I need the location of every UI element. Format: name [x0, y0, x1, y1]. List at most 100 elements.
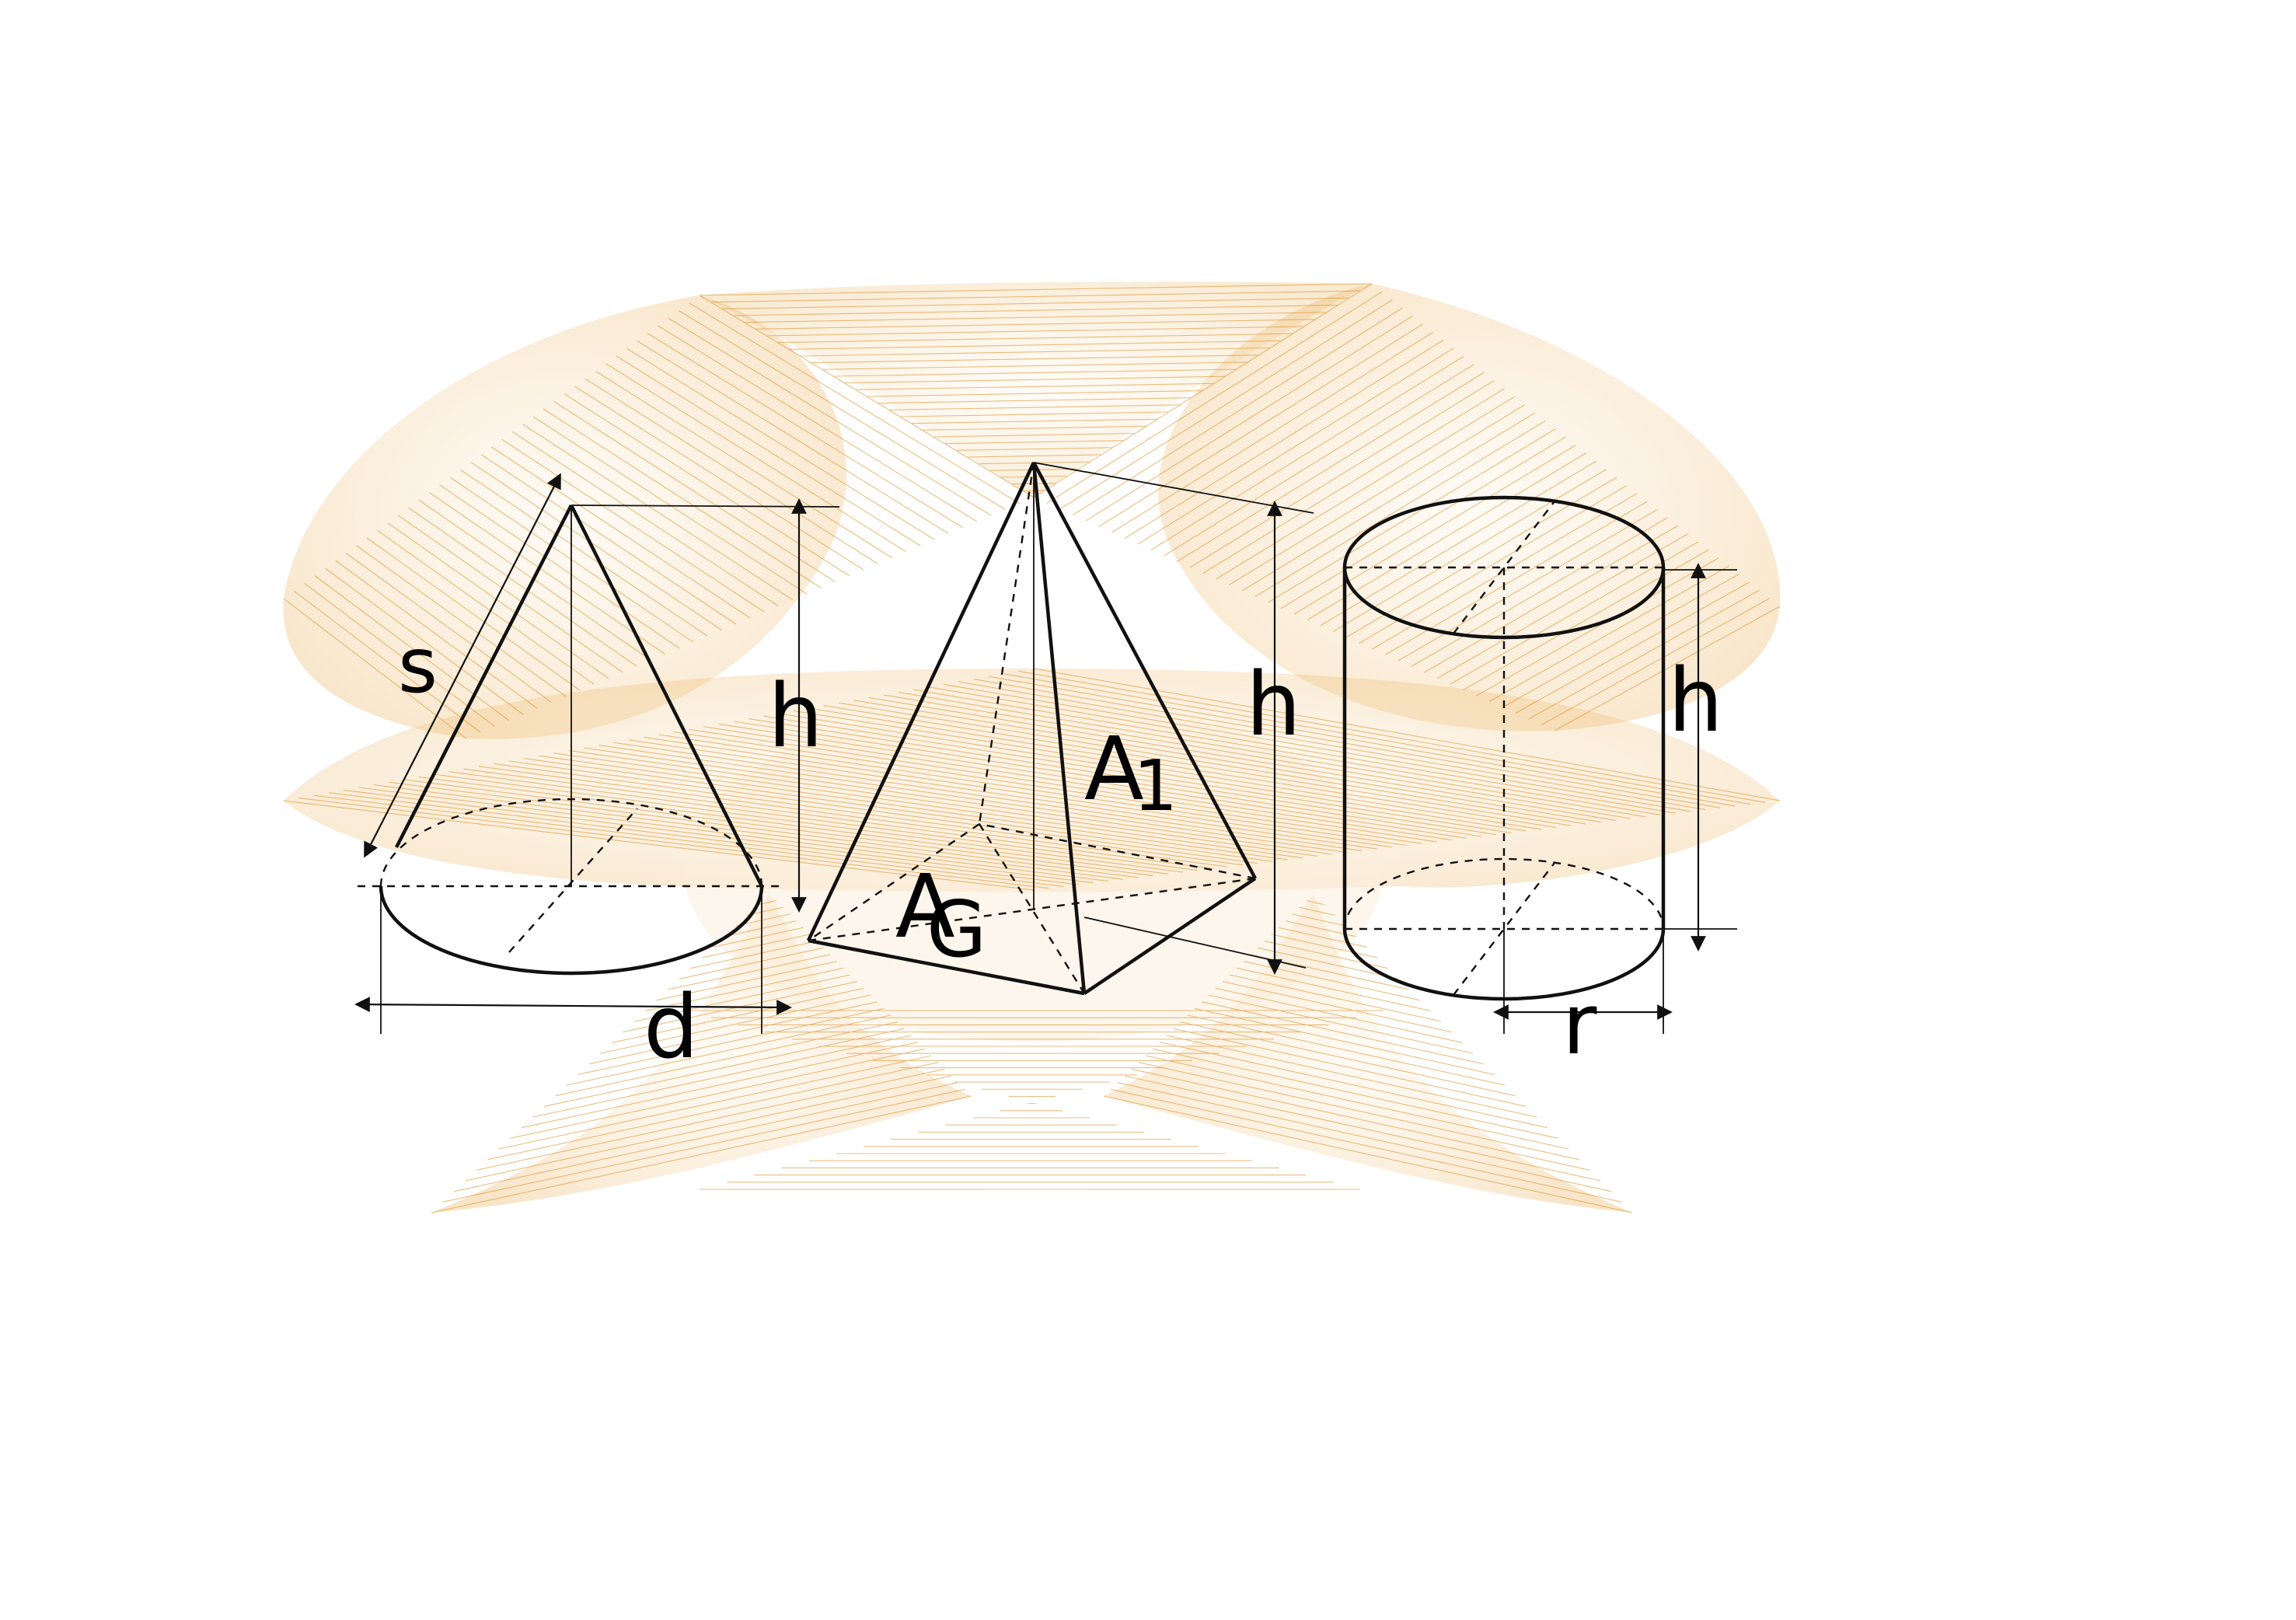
mesh-strand: [733, 721, 1482, 837]
pyramid-edge-right: [1032, 461, 1257, 880]
mesh-strand: [487, 1062, 938, 1161]
mesh-strand: [766, 326, 1305, 337]
mesh-strand: [899, 411, 1170, 417]
mesh-strand: [973, 679, 1721, 808]
mesh-strand: [724, 920, 797, 937]
mesh-strand: [1424, 525, 1679, 673]
base-area-label: A: [895, 857, 955, 958]
mesh-strand: [777, 333, 1293, 344]
mesh-strand: [763, 715, 1512, 833]
mesh-strand: [1152, 1048, 1558, 1139]
mesh-strand: [543, 1028, 905, 1107]
mesh-strand: [1411, 517, 1668, 667]
mesh-strand: [1103, 1095, 1633, 1213]
mesh-strand: [1166, 1035, 1537, 1118]
mesh-strand: [511, 431, 779, 606]
mesh-strand: [1320, 460, 1597, 627]
mesh-strand: [543, 408, 822, 588]
mesh-strand: [1254, 420, 1546, 597]
mesh-strand: [1098, 323, 1423, 527]
mesh-strand: [989, 676, 1736, 807]
mesh-strand: [755, 319, 1316, 330]
mesh-strand: [955, 447, 1113, 451]
mesh-strand: [679, 947, 824, 979]
mesh-strand: [1138, 1062, 1579, 1161]
mesh-strand: [678, 310, 1006, 510]
pyramid-base-front: [808, 938, 1085, 996]
mesh-strand: [1332, 469, 1607, 632]
base-area-subscript: G: [926, 884, 987, 975]
mesh-strand: [1216, 396, 1516, 580]
mesh-strand: [822, 361, 1248, 370]
mesh-strand: [584, 378, 878, 564]
mesh-strand: [1397, 509, 1658, 662]
diameter-arrow: [354, 997, 792, 1015]
slant-height-label: s: [398, 622, 438, 710]
mesh-strands: [283, 283, 1781, 1213]
mesh-strand: [1515, 581, 1750, 714]
mesh-strand: [613, 742, 1363, 851]
mesh-strand: [855, 382, 1215, 390]
cone: [354, 473, 840, 1034]
mesh-strand: [1450, 541, 1699, 685]
mesh-strand: [808, 707, 1557, 829]
mesh-strand: [888, 404, 1181, 410]
mesh-strand: [911, 418, 1158, 424]
lower-right-horn: [1104, 894, 1632, 1213]
mesh-strand: [1476, 557, 1719, 697]
mesh-strand: [1164, 364, 1474, 557]
mesh-strand: [1241, 412, 1536, 592]
mesh-strand: [1131, 1068, 1590, 1171]
mesh-strand: [478, 766, 1228, 868]
pyramid-edge-front-left: [806, 462, 1036, 941]
pyramid-base-diag-1: [808, 877, 1256, 942]
mesh-strand: [431, 1095, 972, 1213]
cylinder-height-label: h: [1668, 651, 1723, 752]
diameter-label: d: [644, 977, 699, 1078]
lateral-area-label: A: [1084, 719, 1144, 820]
mesh-strand: [699, 283, 1373, 296]
mesh-strand: [1236, 967, 1431, 1011]
mesh-strand: [523, 758, 1273, 862]
mesh-strand: [598, 745, 1348, 854]
mesh-strand: [668, 954, 831, 990]
mesh-strand: [732, 304, 1338, 316]
mesh-strand: [555, 1021, 898, 1097]
mesh-strand: [788, 340, 1282, 350]
cone-height-label: h: [768, 666, 823, 767]
mesh-strand: [913, 689, 1661, 815]
mesh-strand: [566, 1014, 892, 1086]
mesh-strand: [1180, 1021, 1516, 1097]
mesh-strand: [1145, 1055, 1569, 1150]
mesh-strand: [1222, 981, 1452, 1033]
mesh-strand: [1072, 307, 1403, 515]
mesh-strand: [628, 739, 1377, 850]
mesh-strand: [616, 355, 921, 546]
pyramid-base-back-right: [979, 822, 1256, 880]
pyramid-apex-guide: [1033, 462, 1314, 514]
pyramid-base-diag-2: [978, 823, 1086, 994]
mesh-strand: [748, 718, 1497, 836]
mesh-strand: [928, 686, 1676, 814]
mesh-strand: [944, 440, 1125, 445]
mesh-strand: [453, 1082, 958, 1192]
mesh-strand: [689, 728, 1437, 843]
mesh-strand: [1359, 484, 1628, 644]
mesh-strand: [689, 302, 1021, 505]
mesh-strand: [1278, 927, 1367, 948]
mesh-strand: [1110, 1088, 1622, 1203]
mesh-strand: [522, 424, 794, 601]
mesh-strand: [574, 386, 864, 571]
mesh-strand: [442, 1088, 965, 1203]
mesh-strand: [600, 994, 871, 1054]
mesh-strand: [1176, 372, 1485, 562]
mesh-strand: [1292, 913, 1346, 927]
mesh-strand: [583, 747, 1333, 855]
mesh-strand: [532, 1035, 912, 1118]
mesh-strand: [1271, 934, 1378, 958]
mesh-strand: [588, 1001, 878, 1065]
cylinder: [1342, 495, 1737, 1034]
mesh-strand: [1528, 589, 1760, 720]
radius-label: r: [1562, 976, 1597, 1074]
